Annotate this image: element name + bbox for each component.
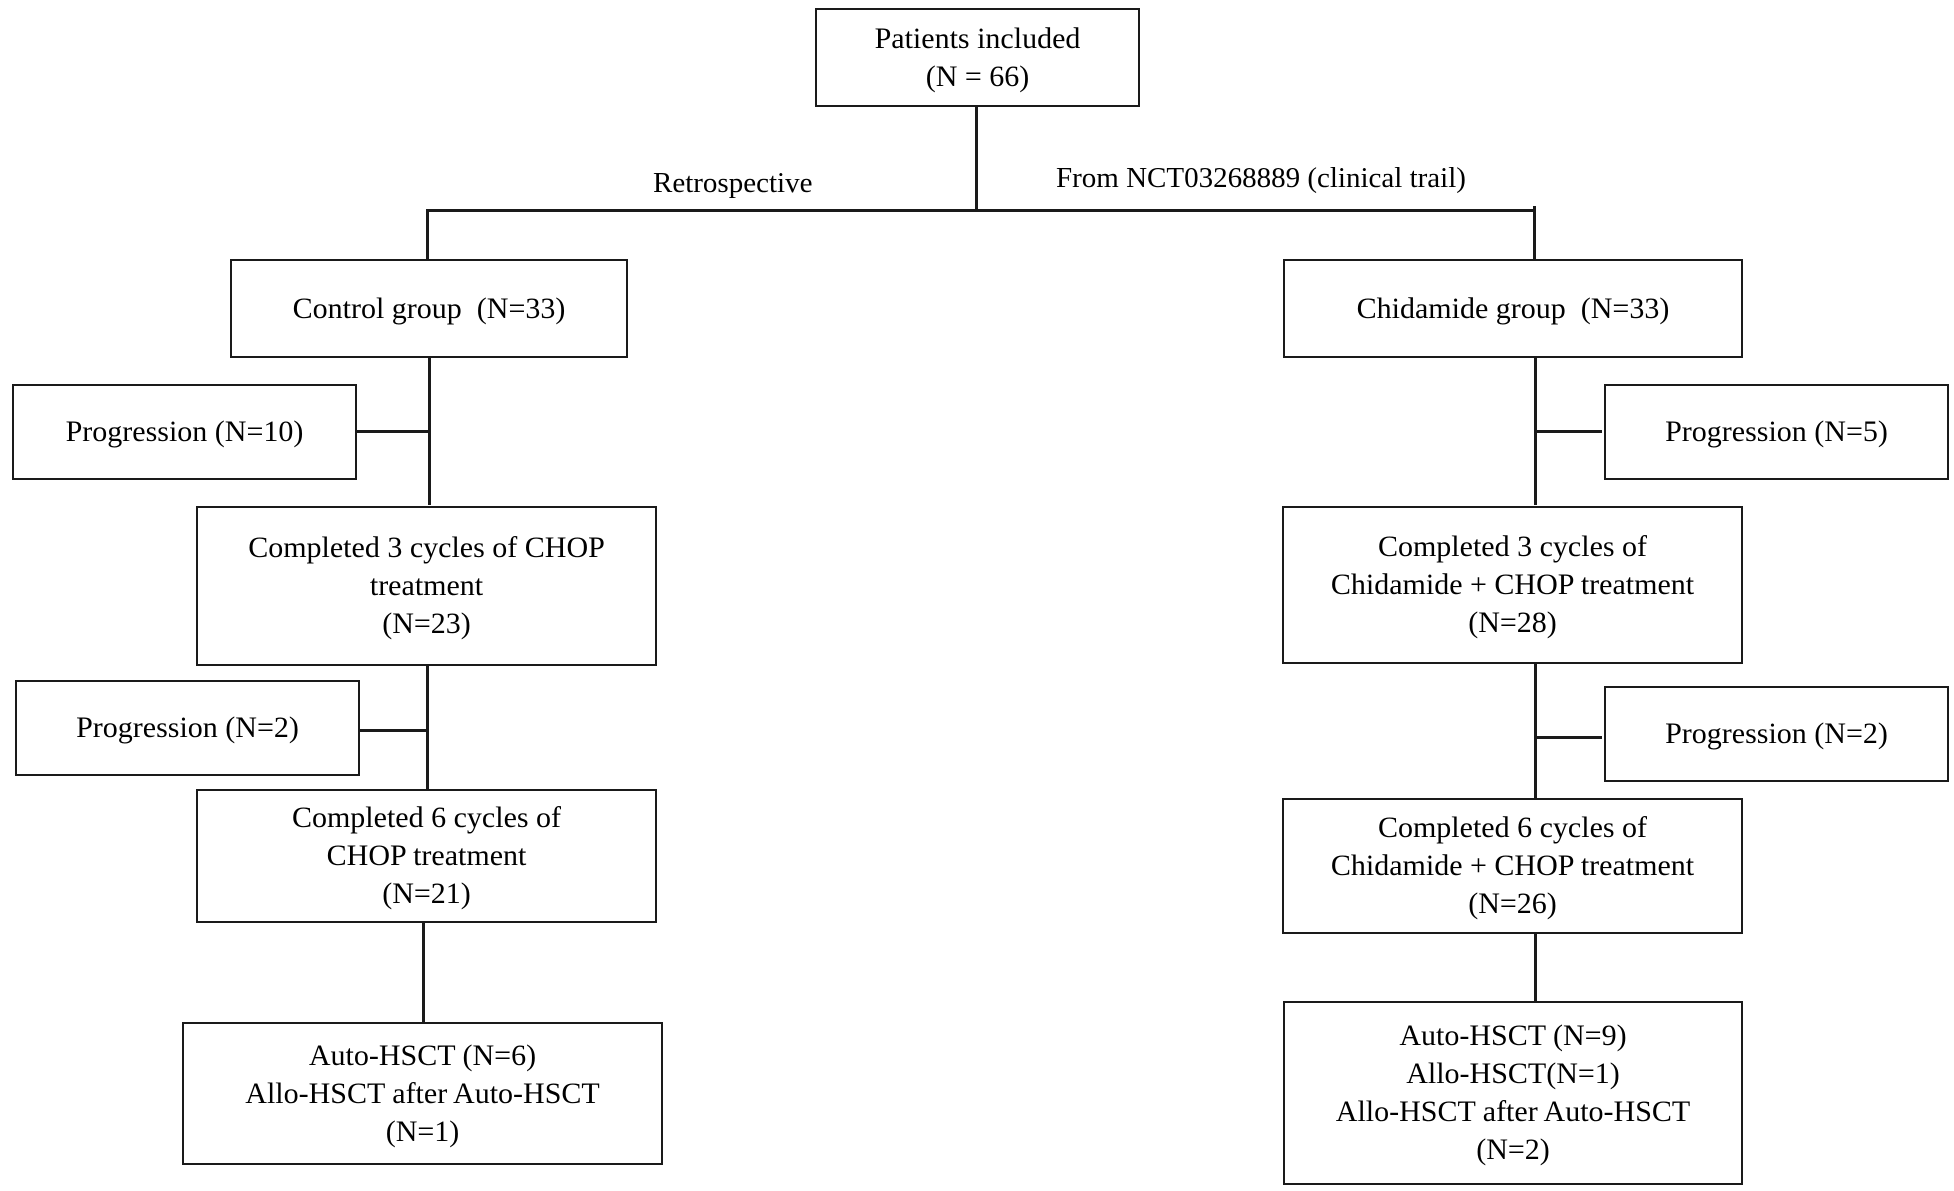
control-progression-1-label: Progression (N=10) — [65, 415, 304, 448]
connector-chidamide-c6-to-hsct — [1534, 932, 1537, 1002]
connector-chidamide-c3-to-c6 — [1534, 663, 1537, 798]
chidamide-transplant-line-1: Auto-HSCT (N=9) — [1399, 1019, 1627, 1052]
control-progression-2-label: Progression (N=2) — [76, 711, 299, 744]
chidamide-completed-3-box: Completed 3 cycles of Chidamide + CHOP t… — [1282, 506, 1743, 664]
chidamide-group-label: Chidamide group (N=33) — [1356, 291, 1670, 325]
connector-control-progression-2 — [358, 729, 428, 732]
patients-included-line-2: (N = 66) — [925, 59, 1030, 93]
connector-to-control-group — [426, 210, 429, 259]
chidamide-completed-6-box: Completed 6 cycles of Chidamide + CHOP t… — [1282, 798, 1743, 934]
patients-included-line-1: Patients included — [874, 21, 1081, 55]
connector-root-down — [975, 105, 978, 211]
connector-control-c6-to-hsct — [422, 922, 425, 1022]
connector-to-chidamide-group — [1533, 206, 1536, 259]
chidamide-transplant-line-3: Allo-HSCT after Auto-HSCT — [1335, 1095, 1691, 1128]
control-completed-3-line-3: (N=23) — [382, 607, 471, 640]
chidamide-completed-3-line-3: (N=28) — [1468, 606, 1557, 639]
control-completed-3-line-1: Completed 3 cycles of CHOP — [248, 531, 605, 564]
control-completed-6-box: Completed 6 cycles of CHOP treatment (N=… — [196, 789, 657, 923]
chidamide-completed-3-line-2: Chidamide + CHOP treatment — [1330, 568, 1695, 601]
control-completed-3-box: Completed 3 cycles of CHOP treatment (N=… — [196, 506, 657, 666]
control-group-label: Control group (N=33) — [292, 291, 566, 325]
connector-chidamide-progression-2 — [1535, 736, 1602, 739]
retrospective-label: Retrospective — [653, 167, 813, 199]
clinical-trial-label: From NCT03268889 (clinical trail) — [1056, 162, 1466, 194]
chidamide-completed-3-line-1: Completed 3 cycles of — [1377, 530, 1648, 563]
chidamide-completed-6-line-1: Completed 6 cycles of — [1377, 811, 1648, 844]
chidamide-group-box: Chidamide group (N=33) — [1283, 259, 1743, 358]
chidamide-transplant-box: Auto-HSCT (N=9) Allo-HSCT(N=1) Allo-HSCT… — [1283, 1001, 1743, 1185]
chidamide-completed-6-line-3: (N=26) — [1468, 887, 1557, 920]
chidamide-transplant-line-2: Allo-HSCT(N=1) — [1406, 1057, 1620, 1090]
control-completed-6-line-3: (N=21) — [382, 877, 471, 910]
control-progression-2-box: Progression (N=2) — [15, 680, 360, 776]
connector-branch-horizontal — [426, 209, 1535, 212]
patients-included-box: Patients included (N = 66) — [815, 8, 1140, 107]
control-completed-3-line-2: treatment — [369, 569, 484, 602]
connector-control-progression-1 — [356, 430, 430, 433]
control-transplant-line-1: Auto-HSCT (N=6) — [308, 1038, 537, 1072]
control-transplant-line-2: Allo-HSCT after Auto-HSCT — [245, 1076, 600, 1110]
chidamide-progression-2-label: Progression (N=2) — [1665, 717, 1888, 750]
control-completed-6-line-1: Completed 6 cycles of — [291, 801, 562, 834]
chidamide-transplant-line-4: (N=2) — [1476, 1133, 1550, 1166]
control-transplant-box: Auto-HSCT (N=6) Allo-HSCT after Auto-HSC… — [182, 1022, 663, 1165]
chidamide-progression-2-box: Progression (N=2) — [1604, 686, 1949, 782]
control-transplant-line-3: (N=1) — [385, 1114, 460, 1148]
control-group-box: Control group (N=33) — [230, 259, 628, 358]
control-progression-1-box: Progression (N=10) — [12, 384, 357, 480]
connector-chidamide-progression-1 — [1535, 430, 1602, 433]
chidamide-completed-6-line-2: Chidamide + CHOP treatment — [1330, 849, 1695, 882]
control-completed-6-line-2: CHOP treatment — [326, 839, 527, 872]
connector-control-c3-to-c6 — [426, 665, 429, 789]
chidamide-progression-1-box: Progression (N=5) — [1604, 384, 1949, 480]
chidamide-progression-1-label: Progression (N=5) — [1665, 415, 1888, 448]
